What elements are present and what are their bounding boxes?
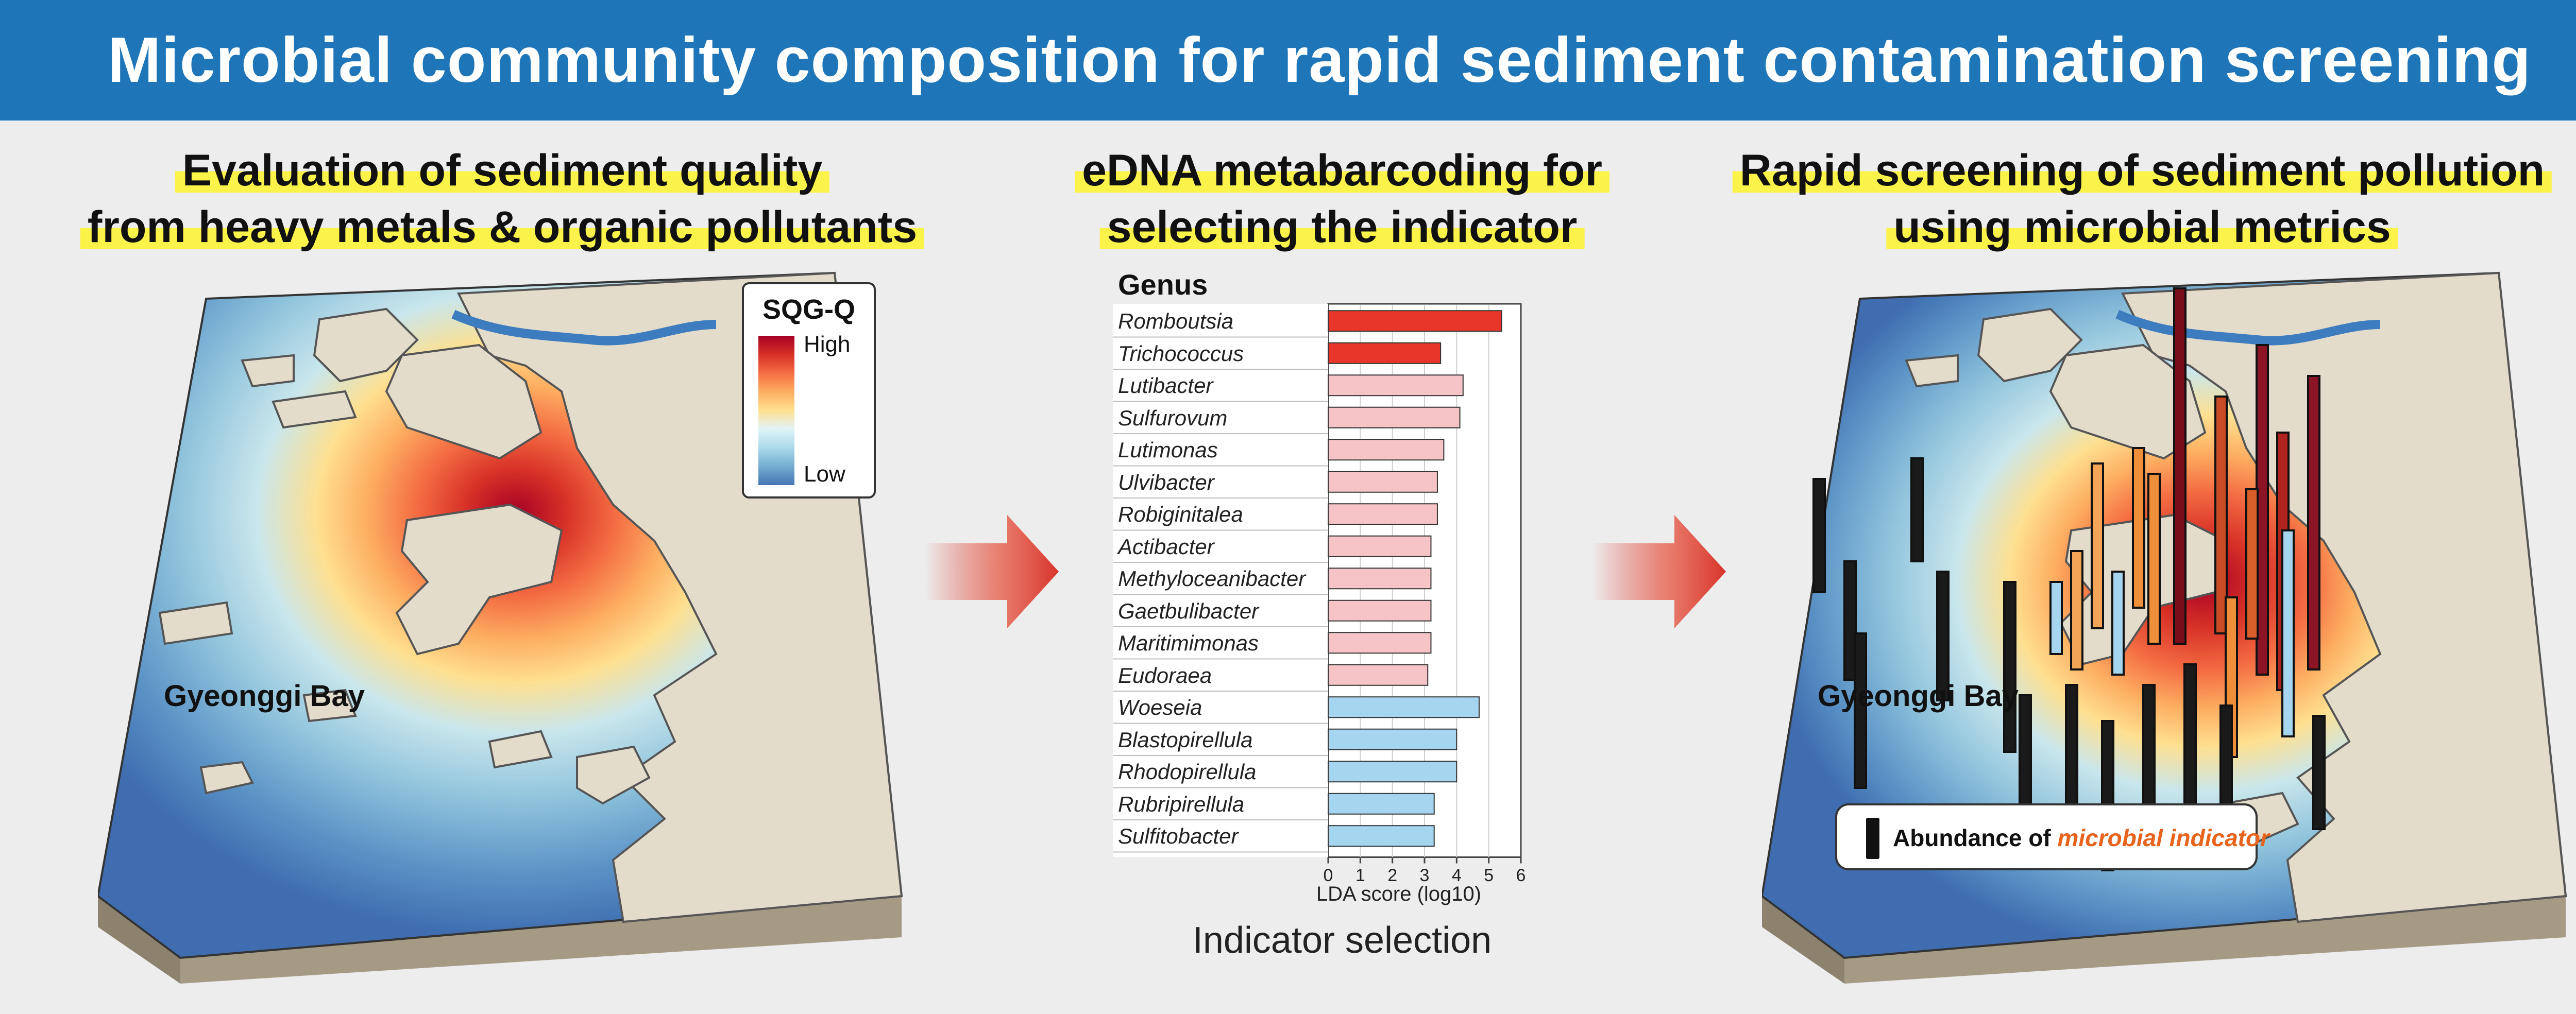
legend-high-label: High — [804, 332, 851, 357]
lda-bar — [1328, 503, 1438, 525]
abundance-bar-icon — [1866, 818, 1879, 859]
label-column-bg — [1113, 304, 1328, 857]
genus-label: Actibacter — [1118, 534, 1214, 559]
genus-label: Ulvibacter — [1118, 470, 1214, 494]
lda-bar — [1328, 439, 1445, 461]
middle-heading-line2-text: selecting the indicator — [1099, 205, 1585, 249]
sediment-quality-map — [98, 271, 903, 984]
genus-label: Robiginitalea — [1118, 502, 1243, 526]
bay-label-left: Gyeonggi Bay — [164, 679, 365, 713]
genus-label: Sulfitobacter — [1118, 824, 1239, 848]
genus-column-header: Genus — [1118, 268, 1208, 301]
lda-bar — [1328, 664, 1429, 686]
genus-label: Rhodopirellula — [1118, 760, 1257, 784]
middle-heading-line2: selecting the indicator — [1099, 205, 1585, 249]
x-tick-label: 2 — [1387, 865, 1398, 885]
bay-label-right: Gyeonggi Bay — [1818, 679, 2019, 713]
lda-bar — [1328, 568, 1432, 590]
abundance-legend-text: Abundance of microbial indicator — [1893, 824, 2269, 852]
x-axis-label: LDA score (log10) — [1316, 883, 1482, 905]
abundance-legend-prefix: Abundance of — [1893, 824, 2058, 851]
x-tick-label: 1 — [1355, 865, 1365, 885]
x-tick-label: 4 — [1451, 865, 1462, 885]
lda-bar — [1328, 696, 1480, 718]
lda-bar — [1328, 342, 1442, 364]
sqg-q-legend: SQG-Q High Low — [742, 282, 876, 499]
left-heading-line2-text: from heavy metals & organic pollutants — [80, 205, 925, 249]
title-banner: Microbial community composition for rapi… — [0, 0, 2576, 121]
pollution-screening-map — [1762, 271, 2567, 984]
lda-bar — [1328, 471, 1438, 493]
banner-title: Microbial community composition for rapi… — [108, 25, 2531, 96]
lda-bar — [1328, 599, 1432, 622]
x-tick-label: 6 — [1516, 865, 1526, 885]
genus-label: Blastopirellula — [1118, 727, 1253, 752]
left-heading-line2: from heavy metals & organic pollutants — [80, 205, 925, 249]
genus-label: Gaetbulibacter — [1118, 598, 1259, 623]
x-tick-label: 3 — [1419, 865, 1430, 885]
lda-bar — [1328, 535, 1432, 557]
genus-label: Woeseia — [1118, 695, 1202, 719]
middle-heading-line1-text: eDNA metabarcoding for — [1075, 148, 1609, 193]
right-heading-line2: using microbial metrics — [1886, 205, 2398, 249]
x-tick-label: 0 — [1323, 865, 1333, 885]
right-heading-line1: Rapid screening of sediment pollution — [1732, 148, 2552, 193]
lda-bar — [1328, 825, 1435, 847]
left-heading-line1: Evaluation of sediment quality — [175, 148, 830, 193]
lda-bar — [1328, 793, 1435, 815]
genus-label: Eudoraea — [1118, 663, 1212, 688]
abundance-legend: Abundance of microbial indicator — [1835, 803, 2269, 870]
left-heading-line1-text: Evaluation of sediment quality — [175, 148, 830, 193]
flow-arrow-icon — [1592, 515, 1726, 628]
legend-low-label: Low — [804, 461, 845, 487]
flow-arrow-icon — [925, 515, 1059, 628]
legend-color-ramp — [758, 336, 794, 485]
right-heading-line1-text: Rapid screening of sediment pollution — [1732, 148, 2552, 193]
lda-bar — [1328, 374, 1464, 397]
genus-label: Methyloceanibacter — [1118, 566, 1306, 591]
genus-label: Trichococcus — [1118, 341, 1244, 366]
indicator-selection-caption: Indicator selection — [1192, 920, 1492, 961]
genus-label: Rubripirellula — [1118, 792, 1245, 816]
right-heading-line2-text: using microbial metrics — [1886, 205, 2398, 249]
genus-label: Lutibacter — [1118, 373, 1213, 398]
lda-bar — [1328, 310, 1502, 332]
x-tick-label: 5 — [1484, 865, 1494, 885]
lda-bar — [1328, 632, 1432, 654]
abundance-legend-emphasis: microbial indicator — [2057, 824, 2269, 851]
lda-bar — [1328, 406, 1461, 428]
lda-bar — [1328, 761, 1458, 783]
genus-label: Sulfurovum — [1118, 405, 1228, 430]
genus-label: Maritimimonas — [1118, 631, 1259, 655]
lda-bar — [1328, 728, 1458, 750]
legend-title: SQG-Q — [762, 294, 855, 325]
genus-label: Lutimonas — [1118, 438, 1218, 462]
genus-label: Romboutsia — [1118, 309, 1234, 333]
middle-heading-line1: eDNA metabarcoding for — [1075, 148, 1609, 193]
